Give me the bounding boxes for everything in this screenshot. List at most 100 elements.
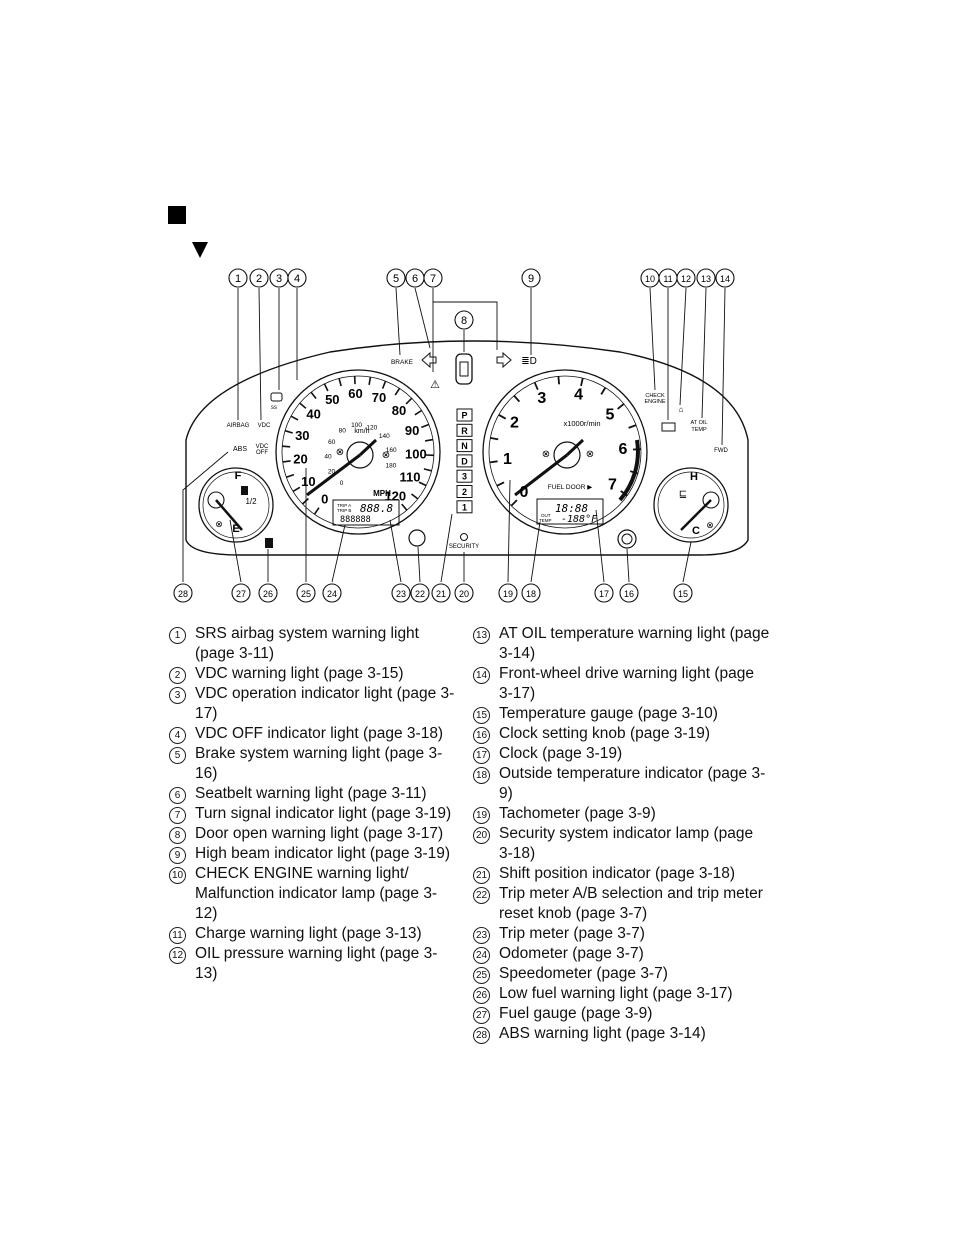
legend-number: 4	[169, 727, 186, 744]
legend-number: 12	[169, 947, 186, 964]
callout-8: 8	[454, 310, 474, 330]
high-beam-icon: ≣D	[521, 356, 537, 367]
svg-text:28: 28	[178, 589, 188, 599]
svg-text:10: 10	[645, 274, 655, 284]
gauge-tick	[629, 470, 639, 475]
gauge-tick	[513, 394, 521, 403]
legend-number: 18	[473, 767, 490, 784]
svg-text:8: 8	[461, 315, 467, 327]
gear-R: R	[456, 423, 473, 437]
callout-4: 4	[287, 268, 307, 288]
svg-text:2: 2	[462, 487, 467, 497]
svg-text:5: 5	[393, 273, 399, 285]
rpm-tick-label-5: 5	[605, 406, 614, 423]
svg-text:TEMP: TEMP	[691, 427, 707, 433]
clock-temp-display	[536, 498, 604, 525]
svg-text:4: 4	[294, 273, 300, 285]
callout-16: 16	[619, 583, 639, 603]
kmh-tick-label-0: 0	[340, 480, 344, 487]
mph-tick-label-80: 80	[392, 403, 406, 418]
legend-number: 16	[473, 727, 490, 744]
kmh-tick-label-100: 100	[351, 422, 362, 429]
svg-text:11: 11	[663, 274, 672, 284]
gauge-tick	[498, 414, 507, 420]
callout-17: 17	[594, 583, 614, 603]
clock-setting-knob	[617, 529, 637, 549]
rpm-tick-label-2: 2	[510, 415, 519, 432]
legend-text: Door open warning light (page 3-17)	[195, 825, 444, 842]
section-square-marker	[168, 206, 186, 224]
legend-number: 17	[473, 747, 490, 764]
svg-text:19: 19	[503, 589, 513, 599]
legend-number: 23	[473, 927, 490, 944]
gear-P: P	[456, 408, 473, 422]
vdc-car-icon	[270, 392, 283, 402]
gauge-tick	[489, 460, 498, 464]
svg-text:⊗: ⊗	[542, 449, 550, 460]
gauge-tick	[490, 437, 499, 441]
svg-text:3: 3	[276, 273, 282, 285]
callout-20: 20	[454, 583, 474, 603]
gauge-tick	[290, 415, 299, 421]
mph-tick-label-0: 0	[321, 492, 328, 507]
legend-text: Trip meter A/B selection and trip meter …	[499, 885, 763, 922]
legend-text: Brake system warning light (page 3-16)	[195, 745, 443, 782]
legend-number: 2	[169, 667, 186, 684]
gauge-tick	[301, 497, 309, 505]
low-fuel-icon	[265, 538, 273, 548]
door-open-icon	[455, 353, 473, 385]
legend-number: 5	[169, 747, 186, 764]
svg-text:OUT: OUT	[541, 513, 551, 518]
svg-text:17: 17	[599, 589, 609, 599]
svg-text:1: 1	[235, 273, 241, 285]
legend-text: OIL pressure warning light (page 3-13)	[195, 945, 438, 982]
svg-text:27: 27	[236, 589, 246, 599]
gauge-tick	[310, 391, 317, 399]
rpm-tick-label-0: 0	[520, 484, 529, 501]
at-oil-temp-label: AT OIL	[691, 420, 708, 426]
svg-text:N: N	[461, 441, 468, 451]
svg-text:25: 25	[301, 589, 311, 599]
legend-text: VDC operation indicator light (page 3-17…	[195, 685, 455, 722]
callout-21: 21	[431, 583, 451, 603]
gauge-tick	[617, 403, 625, 410]
legend-text: Seatbelt warning light (page 3-11)	[195, 785, 427, 802]
svg-text:9: 9	[528, 273, 534, 285]
svg-text:23: 23	[396, 589, 406, 599]
legend-number: 1	[169, 627, 186, 644]
legend-text: Speedometer (page 3-7)	[499, 965, 668, 982]
security-lamp-label: SECURITY	[449, 544, 479, 550]
mph-tick-label-20: 20	[293, 452, 307, 467]
mph-tick-label-90: 90	[405, 423, 419, 438]
svg-text:F: F	[235, 470, 242, 482]
callout-14: 14	[715, 268, 735, 288]
legend-text: VDC warning light (page 3-15)	[195, 665, 404, 682]
svg-text:⊗: ⊗	[336, 447, 344, 458]
legend-text: Shift position indicator (page 3-18)	[499, 865, 736, 882]
svg-text:1: 1	[462, 502, 467, 512]
legend-text: Front-wheel drive warning light (page 3-…	[499, 665, 755, 702]
mph-tick-label-10: 10	[301, 474, 315, 489]
callout-25: 25	[296, 583, 316, 603]
svg-text:E: E	[232, 523, 239, 535]
abs-light-label: ABS	[233, 446, 247, 453]
callout-6: 6	[405, 268, 425, 288]
callout-7: 7	[423, 268, 443, 288]
mph-tick-label-30: 30	[295, 428, 309, 443]
svg-text:D: D	[461, 456, 468, 466]
